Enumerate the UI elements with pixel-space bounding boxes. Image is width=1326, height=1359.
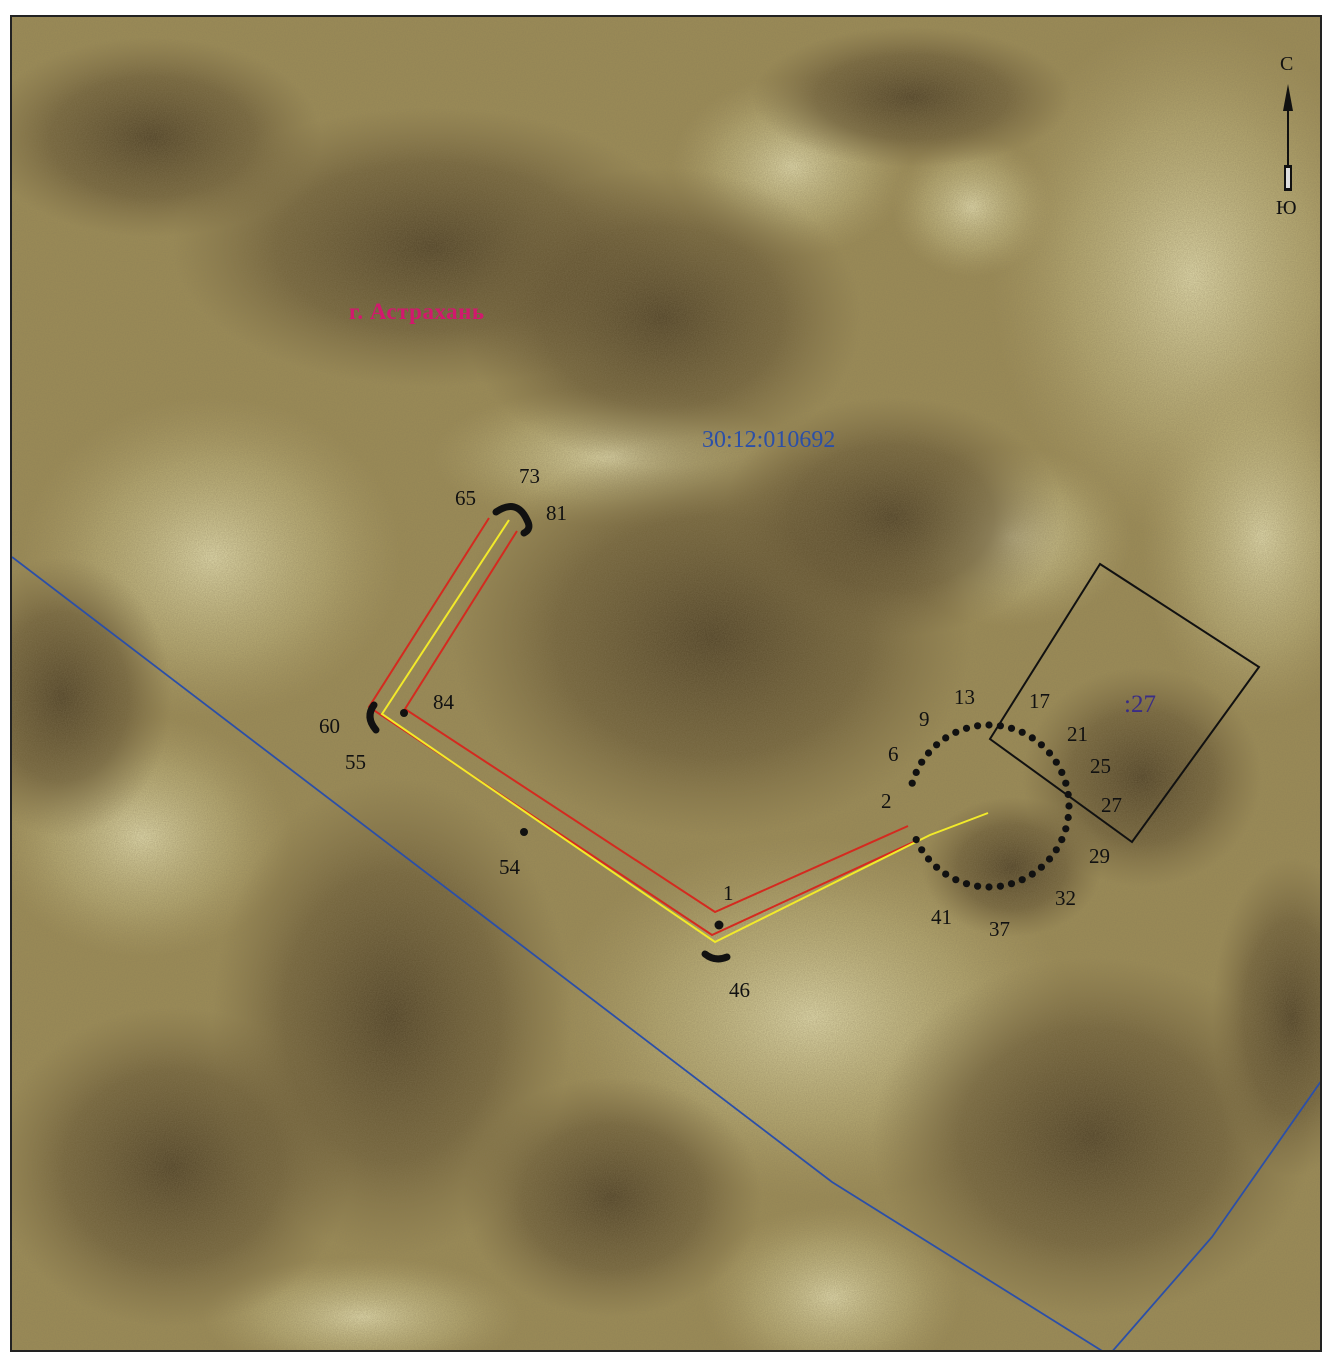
circle-point [924,749,933,757]
point-number-27: 27 [1101,793,1122,817]
circle-point [974,722,982,730]
circle-point [912,836,920,844]
cadastral-boundary-line-east [1112,1081,1320,1350]
point-number-46: 46 [729,978,750,1002]
circle-point [1062,779,1070,787]
circle-point [962,880,971,888]
circle-point [996,882,1005,890]
point-number-54: 54 [499,855,520,879]
circle-point [933,741,941,749]
point-cluster-73 [492,503,533,537]
circle-point [1064,790,1072,799]
point-number-32: 32 [1055,886,1076,910]
satellite-map [12,17,1320,1350]
route-boundary-inner [403,530,909,914]
point-number-17: 17 [1029,689,1050,713]
terrain-texture [12,17,1320,1350]
point-number-1: 1 [723,881,734,905]
circle-point [942,734,950,742]
circle-point [1058,768,1066,777]
point-number-21: 21 [1067,722,1088,746]
parcel-27-outline [988,562,1261,844]
circle-point [1028,870,1036,878]
circle-point [1028,734,1036,742]
point-number-55: 55 [345,750,366,774]
circle-point [1065,802,1073,810]
point-cluster-46 [701,950,731,963]
point-number-9: 9 [919,707,930,731]
circle-points [908,721,1073,891]
circle-point [1007,724,1016,732]
circle-point [1045,749,1054,757]
point-number-29: 29 [1089,844,1110,868]
circle-point [1007,880,1016,888]
cadastral-block-label: 30:12:010692 [702,427,836,453]
circle-point [924,855,933,863]
point-number-37: 37 [989,917,1010,941]
circle-point [933,863,941,871]
circle-point [1018,876,1026,884]
circle-point [1045,855,1054,863]
circle-point [942,870,950,878]
point-number-41: 41 [931,905,952,929]
point-number-73: 73 [519,464,540,488]
cadastral-boundary-line [12,556,1103,1350]
circle-point [962,724,971,732]
circle-point [918,846,926,854]
point-number-65: 65 [455,486,476,510]
point-cluster-60 [366,701,380,734]
circle-point [1037,863,1045,871]
point-number-84: 84 [433,690,454,714]
point-54 [520,828,528,836]
circle-point [1064,813,1072,822]
circle-point [974,882,982,890]
circle-point [1058,836,1066,844]
circle-point [985,721,993,729]
circle-point [1052,846,1060,854]
circle-point [908,779,916,787]
circle-point [952,876,960,884]
circle-point [996,722,1005,730]
route-boundary-outer [367,517,921,937]
point-number-81: 81 [546,501,567,525]
circle-point [918,758,926,766]
point-number-13: 13 [954,685,975,709]
point-number-6: 6 [888,742,899,766]
compass-north-letter: С [1280,53,1294,75]
route-centerline [380,519,989,944]
north-arrow-icon [1283,84,1293,191]
circle-point [1052,758,1060,766]
circle-point [952,728,960,736]
point-number-25: 25 [1090,754,1111,778]
point-84 [400,709,408,717]
map-frame: г. Астрахань 30:12:010692 :27 С Ю 73 65 … [10,15,1322,1352]
circle-point [1037,741,1045,749]
point-1 [714,920,724,930]
circle-point [912,768,920,777]
parcel-label: :27 [1124,691,1156,718]
circle-point [1062,825,1070,833]
circle-point [985,883,993,891]
circle-point [1018,728,1026,736]
city-label: г. Астрахань [349,299,485,324]
point-number-2: 2 [881,789,892,813]
top-margin [0,0,1326,15]
compass-south-letter: Ю [1276,197,1297,219]
point-number-60: 60 [319,714,340,738]
